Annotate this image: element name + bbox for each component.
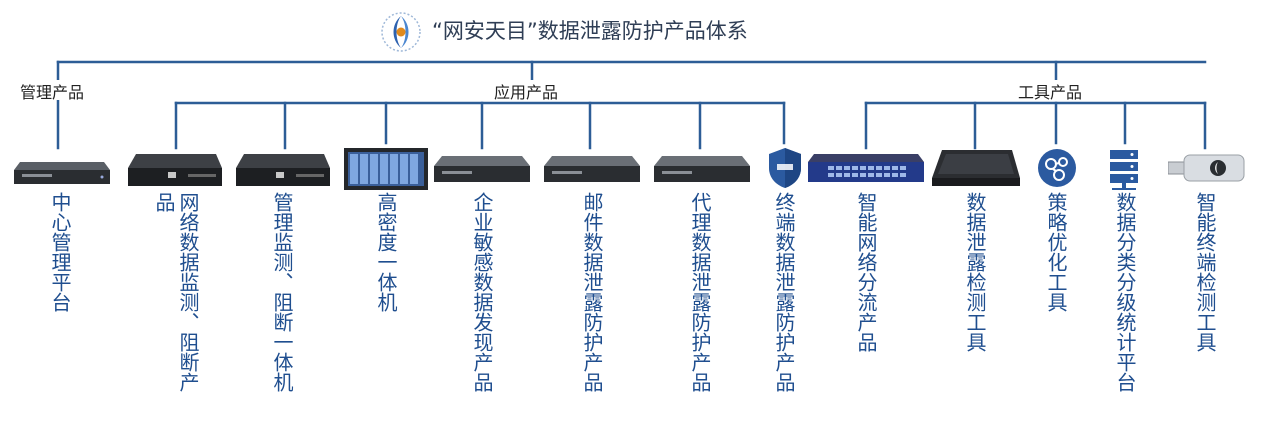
product-label-policy-optimization-tool: 策略优化工具 [1044, 192, 1068, 312]
product-label-smart-endpoint-tool: 智能终端检测工具 [1193, 192, 1217, 352]
server-stack-icon [1108, 148, 1140, 194]
group-label-management: 管理产品 [20, 83, 85, 102]
rugged-case-icon [932, 150, 1020, 194]
product-label-leak-detection-tool: 数据泄露检测工具 [963, 192, 987, 352]
rack-server-1u-icon [544, 156, 640, 190]
shield-icon [766, 146, 804, 194]
network-switch-icon [808, 154, 924, 190]
eye-logo-icon [381, 10, 421, 54]
strategy-nodes-icon [1037, 148, 1077, 192]
usb-key-icon [1167, 153, 1246, 187]
group-label-tools: 工具产品 [1018, 83, 1083, 102]
rack-server-1u-icon [654, 156, 750, 190]
high-density-chassis-icon [344, 148, 428, 194]
rack-server-1u-dark-icon [128, 154, 222, 194]
product-label-mgmt-monitor-appliance: 管理监测、阻断一体机 [270, 192, 294, 392]
product-label-proxy-dlp: 代理数据泄露防护产品 [688, 192, 712, 392]
product-label-sensitive-data-discovery: 企业敏感数据发现产品 [470, 192, 494, 392]
rack-server-1u-icon [434, 156, 530, 190]
product-label-central-management: 中心管理平台 [48, 192, 72, 312]
rack-server-1u-dark-icon [236, 154, 330, 194]
product-label-classification-platform: 数据分类分级统计平台 [1113, 192, 1137, 392]
group-label-application: 应用产品 [494, 83, 559, 102]
rack-server-1u-icon [14, 162, 110, 192]
product-label-endpoint-dlp: 终端数据泄露防护产品 [772, 192, 796, 392]
page-title: “网安天目”数据泄露防护产品体系 [432, 19, 748, 43]
product-label-email-dlp: 邮件数据泄露防护产品 [580, 192, 604, 392]
product-label-smart-traffic-split: 智能网络分流产品 [854, 192, 878, 352]
product-label-network-monitor-block: 网络数据监测、阻断产品 [152, 192, 200, 392]
product-label-high-density-appliance: 高密度一体机 [374, 192, 398, 312]
